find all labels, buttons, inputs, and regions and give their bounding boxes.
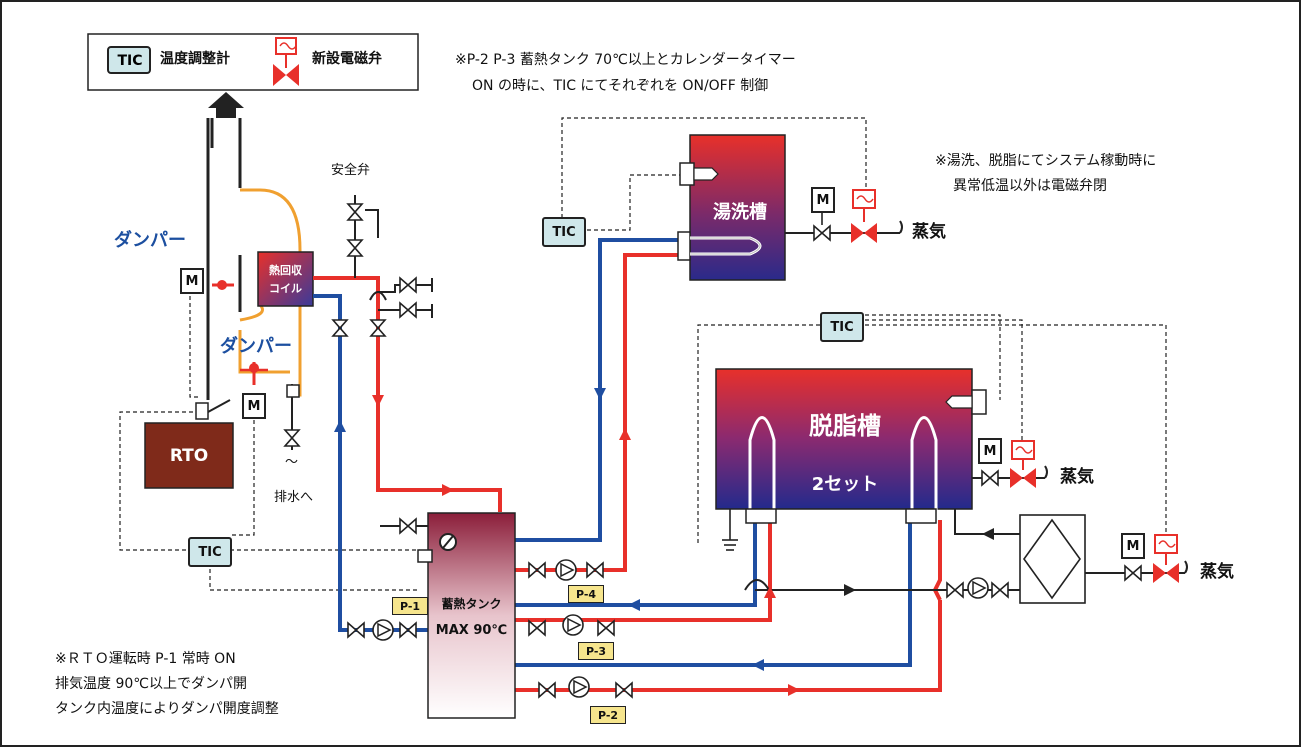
tic-rto: TIC	[188, 537, 232, 567]
legend-valve-icon	[273, 37, 299, 86]
solenoid-hx	[1153, 534, 1179, 583]
damper1-dot	[217, 280, 227, 290]
drain-label: 排水へ	[274, 490, 314, 505]
rto-box	[144, 422, 234, 489]
solenoid-dashi	[1010, 440, 1036, 488]
note-right-2: 異常低温以外は電磁弁閉	[953, 178, 1107, 194]
tank-max-label: MAX 90℃	[435, 622, 508, 638]
tank-label: 蓄熱タンク	[441, 596, 502, 611]
note-bottom-3: タンク内温度によりダンパ開度調整	[55, 701, 279, 717]
note-bottom-2: 排気温度 90℃以上でダンパ開	[55, 676, 247, 692]
pump-tag-p3: P-3	[578, 642, 614, 660]
motor-damper-2: M	[242, 393, 266, 419]
exhaust-arrow	[208, 92, 244, 118]
coil-label-1: 熱回収	[269, 264, 302, 277]
dashi-sets-label: 2セット	[811, 474, 879, 495]
legend-valve-desc: 新設電磁弁	[312, 51, 382, 67]
motor-dashi-steam: M	[978, 438, 1002, 464]
steam-label-3: 蒸気	[1200, 562, 1234, 582]
control-lines	[119, 117, 1167, 591]
pump-p4	[528, 559, 604, 581]
tic-dashi: TIC	[820, 312, 864, 342]
note-right-1: ※湯洗、脱脂にてシステム稼動時に	[935, 153, 1157, 169]
note-top-2: ON の時に、TIC にてそれぞれを ON/OFF 制御	[472, 78, 769, 94]
legend-tic-swatch	[107, 46, 151, 74]
pump-p2	[538, 676, 633, 698]
safety-valve-label: 安全弁	[331, 163, 371, 178]
solenoid-yusen	[851, 189, 877, 243]
damper-label-1: ダンパー	[114, 230, 186, 251]
yusen-box	[689, 134, 786, 281]
legend-tic-desc: 温度調整計	[160, 51, 230, 67]
pump-tag-p2: P-2	[590, 706, 626, 724]
note-top-1: ※P-2 P-3 蓄熱タンク 70℃以上とカレンダータイマー	[455, 52, 796, 68]
motor-damper-1: M	[180, 268, 204, 294]
exhaust-stack	[206, 118, 242, 400]
steam-label-2: 蒸気	[1060, 467, 1094, 487]
hot-pipes	[313, 253, 942, 692]
coil-label-2: コイル	[269, 282, 302, 295]
dashi-coils	[748, 416, 938, 512]
yusen-label: 湯洗槽	[713, 202, 767, 223]
pump-tag-p4: P-4	[568, 585, 604, 603]
legend-tic-label: TIC	[117, 53, 143, 69]
dashi-box	[715, 368, 973, 510]
damper-label-2: ダンパー	[220, 336, 292, 357]
dashi-label: 脱脂槽	[809, 411, 881, 440]
pump-tag-p1: P-1	[392, 597, 428, 615]
steam-label-1: 蒸気	[912, 222, 946, 242]
drain-tilde: ～	[285, 455, 299, 470]
coil-box	[257, 251, 314, 307]
heat-exchanger	[1019, 514, 1086, 604]
motor-yusen-steam: M	[811, 187, 835, 213]
damper2-dot	[249, 363, 259, 373]
rto-label: RTO	[169, 445, 209, 466]
pump-p1	[347, 619, 417, 641]
note-bottom-1: ※ＲＴＯ運転時 P-1 常時 ON	[55, 651, 236, 667]
tic-yusen: TIC	[542, 217, 586, 247]
motor-hx-steam: M	[1121, 533, 1145, 559]
